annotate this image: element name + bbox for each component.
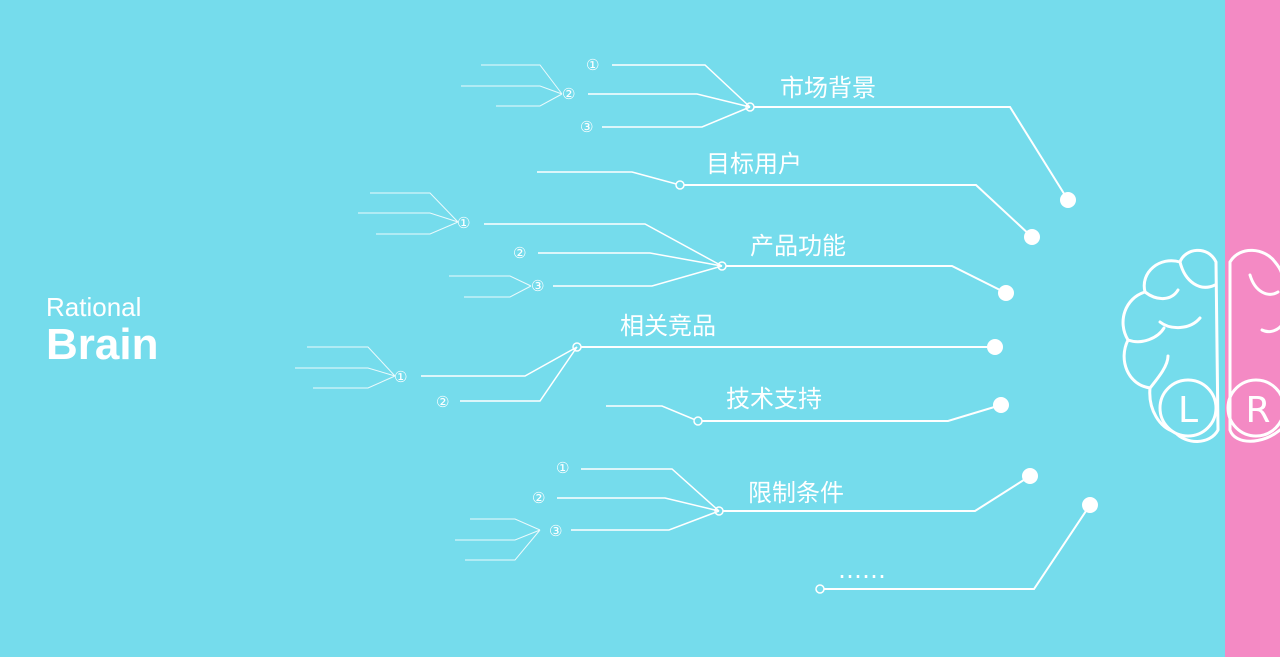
branch-line [581, 468, 720, 512]
accent-bar [1225, 0, 1280, 657]
title-rational: Rational [46, 292, 142, 322]
topic-target-users: 目标用户 [537, 150, 1040, 245]
right-letter: R [1245, 390, 1270, 431]
branch-line [553, 265, 723, 287]
junction-node [815, 584, 825, 594]
topic-constraints: 限制条件 ① ② ③ [455, 459, 1038, 561]
topic-label: 市场背景 [780, 74, 876, 102]
branch-line [606, 405, 699, 422]
branch-line [557, 497, 720, 512]
topic-label: 技术支持 [726, 385, 822, 413]
marker: ① [394, 368, 407, 386]
branch-line [538, 252, 723, 267]
brain-folds [1248, 273, 1280, 334]
marker: ② [562, 85, 575, 103]
topic-label: 限制条件 [748, 479, 844, 507]
junction-node [693, 416, 703, 426]
branch-line [421, 346, 578, 377]
branch-line [460, 346, 578, 402]
topic-market-background: 市场背景 ① ② ③ [461, 56, 1076, 208]
topic-related-competitors: 相关竞品 ① ② [295, 312, 1003, 411]
end-node [993, 397, 1009, 413]
end-node [998, 285, 1014, 301]
branch-line [602, 106, 751, 128]
connector-line [719, 475, 1031, 512]
end-node [1022, 468, 1038, 484]
connector-line [722, 265, 1007, 294]
end-node [1082, 497, 1098, 513]
sub-branch-lines [449, 275, 532, 298]
title-brain: Brain [46, 320, 159, 369]
end-node [987, 339, 1003, 355]
right-hemisphere [1228, 248, 1280, 443]
right-badge [1226, 378, 1280, 438]
marker: ③ [580, 118, 593, 136]
more-ellipsis: …… [838, 556, 886, 584]
left-letter: L [1178, 390, 1198, 431]
branch-line [612, 64, 751, 108]
sub-branch-lines [461, 64, 563, 107]
connector-line [680, 184, 1033, 238]
marker: ② [436, 393, 449, 411]
topic-label: 目标用户 [706, 150, 802, 178]
marker: ② [532, 489, 545, 507]
sub-branch-lines [455, 518, 541, 561]
branch-line [484, 223, 723, 267]
branch-line [571, 510, 720, 531]
branch-line [588, 93, 751, 108]
topic-product-features: 产品功能 ① ② ③ [358, 192, 1014, 301]
brain-folds [1126, 260, 1217, 390]
connector-line [820, 504, 1091, 590]
marker: ① [556, 459, 569, 477]
branch-line [537, 171, 681, 186]
junction-node [675, 180, 685, 190]
left-badge [1158, 378, 1218, 438]
marker: ② [513, 244, 526, 262]
brain-icon: L R [1121, 248, 1280, 443]
marker: ① [586, 56, 599, 74]
topic-technical-support: 技术支持 [606, 385, 1009, 426]
marker: ③ [531, 277, 544, 295]
topic-more: …… [815, 497, 1098, 594]
connector-line [750, 106, 1069, 201]
topic-label: 产品功能 [750, 232, 846, 260]
connector-line [698, 404, 1002, 422]
sub-branch-lines [358, 192, 459, 235]
marker: ① [457, 214, 470, 232]
sub-branch-lines [295, 346, 396, 389]
marker: ③ [549, 522, 562, 540]
topic-label: 相关竞品 [620, 312, 716, 340]
end-node [1024, 229, 1040, 245]
end-node [1060, 192, 1076, 208]
